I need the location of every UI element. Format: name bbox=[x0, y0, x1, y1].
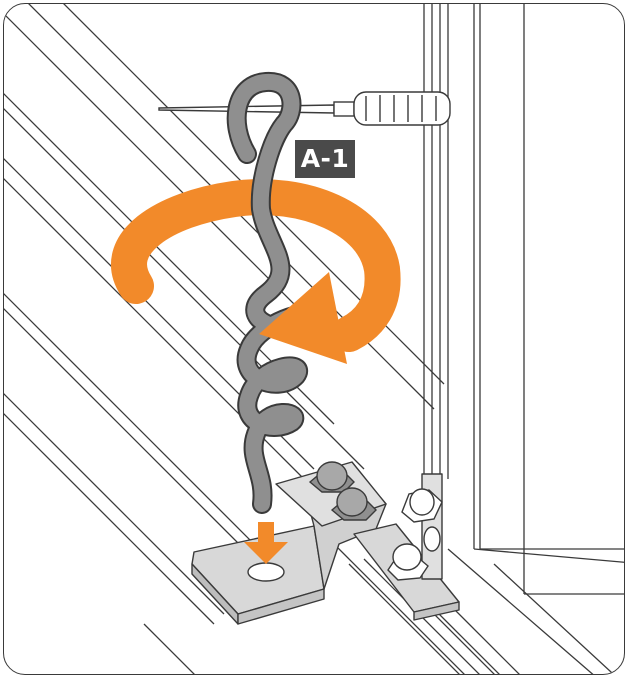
vertical-post bbox=[424, 4, 625, 675]
screwdriver-icon bbox=[159, 92, 450, 125]
auger-anchor-icon bbox=[237, 82, 301, 504]
illustration-frame: A-1 bbox=[3, 3, 625, 675]
bracket-plate bbox=[192, 462, 386, 624]
step-label: A-1 bbox=[295, 140, 355, 178]
assembly-illustration bbox=[4, 4, 625, 675]
